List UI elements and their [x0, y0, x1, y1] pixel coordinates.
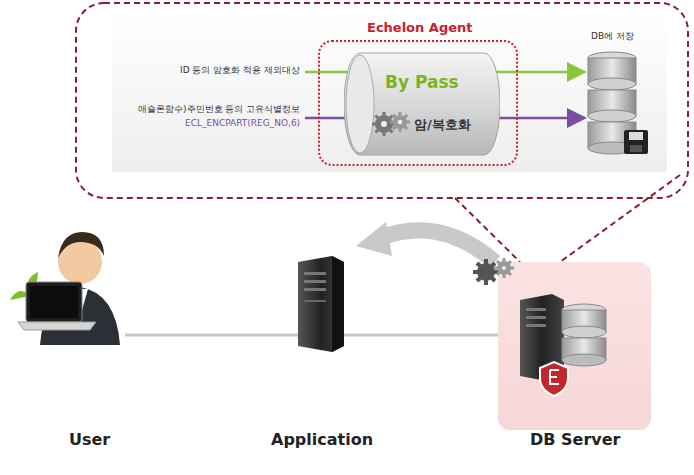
cylinder-end — [346, 55, 374, 153]
function-call: ECL_ENCPART(REG_NO,6) — [185, 118, 300, 128]
tier-label: DB Server — [530, 430, 620, 449]
tier-label: User — [69, 430, 110, 449]
region-heading: Echelon Agent — [363, 20, 476, 35]
gear-hub — [381, 121, 387, 127]
gear-hub — [398, 120, 403, 125]
db-store-label: DB에 저장 — [591, 30, 634, 43]
crypto-label: 암/복호화 — [414, 116, 471, 134]
agent-cylinder: By Pass 암/복호화 — [344, 52, 500, 156]
tier-label: Application — [271, 430, 373, 449]
bypass-label: By Pass — [385, 72, 459, 92]
cylinder-body — [344, 53, 500, 155]
cylinder-shape — [344, 52, 500, 156]
bypass-source: ID 등의 암호화 적용 제외대상 — [180, 64, 300, 77]
agent-region: Echelon AgentBy Pass암/복호화 — [318, 40, 518, 166]
crypto-source: 애슐론함수)주민번호 등의 고유식별정보 — [138, 103, 300, 116]
